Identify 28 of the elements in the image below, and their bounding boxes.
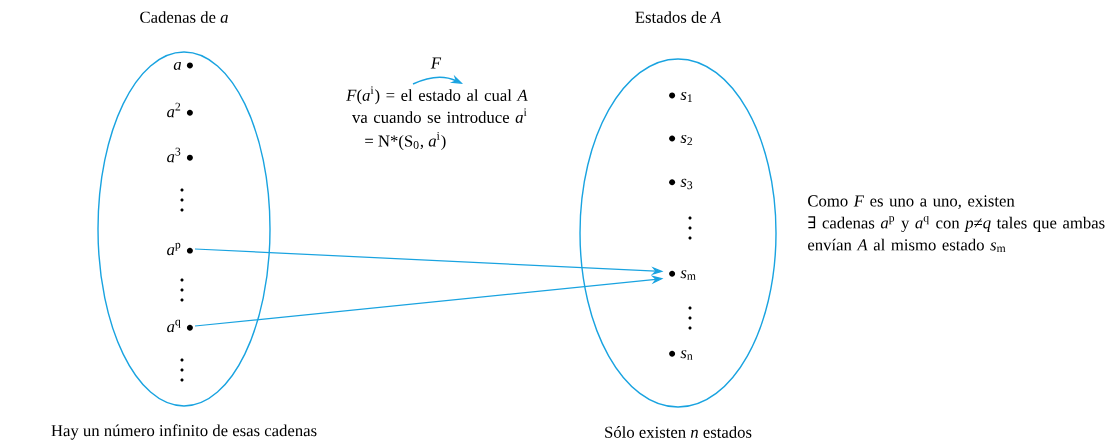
labelled-point: s$_{n}$ bbox=[669, 350, 693, 360]
labelled-point: s$_{1}$ bbox=[669, 91, 692, 103]
node-label: s$_{2}$ bbox=[680, 134, 693, 146]
node-label: a$^{p}$ bbox=[167, 242, 181, 256]
labelled-point: s$_{m}$ bbox=[669, 270, 696, 280]
node-label: Sólo existen n estados bbox=[605, 426, 752, 438]
labelled-point: a$^{3}$ bbox=[167, 147, 193, 163]
node-label: Hay un número infinito de esas cadenas bbox=[51, 424, 317, 440]
labelled-point: a$^{q}$ bbox=[167, 319, 193, 333]
node-label: Cadenas de a bbox=[140, 11, 228, 23]
node-label: a$^{3}$ bbox=[167, 147, 181, 163]
labelled-point: a$^{2}$ bbox=[167, 102, 193, 118]
arrow-label: F bbox=[430, 57, 442, 69]
labelled-point: a bbox=[173, 62, 193, 70]
note-text: Como F es uno a uno, existen ∃ cadenas a$^{p}$ y a$^{q}$ con p≠q tales que ambas envían A al mismo estado s$_{m}$ bbox=[808, 195, 1105, 253]
node-label: a bbox=[173, 61, 182, 71]
labelled-point: s$_{3}$ bbox=[669, 178, 693, 190]
labelled-point: a$^{p}$ bbox=[167, 242, 193, 256]
node-label: a$^{q}$ bbox=[167, 319, 181, 333]
node-label: s$_{n}$ bbox=[680, 350, 693, 360]
definition-text: = N*(S$_{0}$, a$^{i}$) bbox=[365, 132, 446, 150]
node-label: Estados de A bbox=[635, 11, 722, 23]
definition-text: F(a$^{i}$) = el estado al cual A va cuando se introduce a$^{i}$ bbox=[346, 86, 528, 123]
node-label: a$^{2}$ bbox=[167, 102, 181, 118]
node-label: s$_{3}$ bbox=[680, 178, 693, 190]
labelled-point: s$_{2}$ bbox=[669, 134, 693, 146]
node-label: s$_{1}$ bbox=[680, 91, 693, 103]
node-label: s$_{m}$ bbox=[680, 270, 696, 280]
